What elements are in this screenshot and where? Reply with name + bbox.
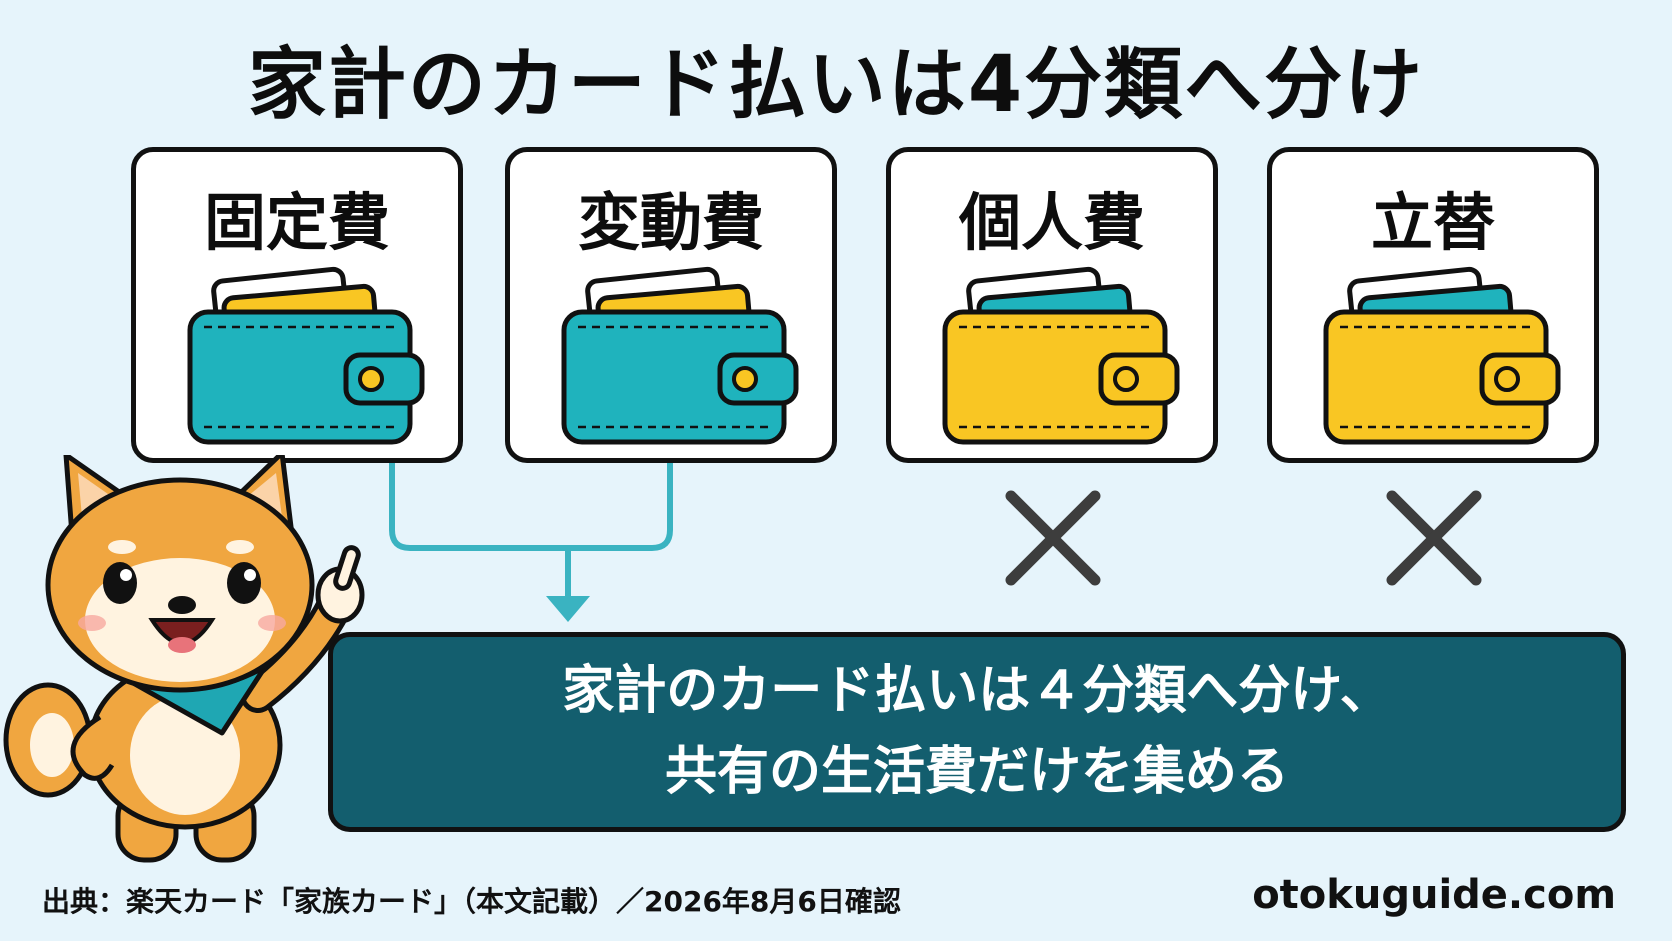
result-line-1: 家計のカード払いは４分類へ分け、 [562, 661, 1392, 722]
close-icon [1386, 490, 1482, 586]
category-label: 個人費 [958, 186, 1145, 259]
wallet-icon [942, 266, 1180, 445]
arrow-down-icon [546, 596, 590, 622]
wallet-icon [561, 266, 799, 445]
category-label: 固定費 [203, 186, 390, 259]
shiba-dog-mascot [3, 455, 365, 863]
wallet-icon [1323, 266, 1561, 445]
category-card-advance: 立替 [1267, 147, 1599, 463]
page-title: 家計のカード払いは4分類へ分け [247, 40, 1425, 130]
category-card-fixed: 固定費 [131, 147, 463, 463]
category-label: 立替 [1370, 186, 1495, 259]
category-label: 変動費 [577, 186, 764, 259]
result-line-2: 共有の生活費だけを集める [664, 742, 1289, 802]
close-icon [1005, 490, 1101, 586]
category-card-variable: 変動費 [505, 147, 837, 463]
result-box: 家計のカード払いは４分類へ分け、 共有の生活費だけを集める [328, 632, 1626, 832]
source-citation: 出典：楽天カード「家族カード」（本文記載）／2026年8月6日確認 [42, 885, 901, 918]
site-url: otokuguide.com [1252, 872, 1616, 918]
wallet-icon [187, 266, 425, 445]
category-card-personal: 個人費 [886, 147, 1218, 463]
